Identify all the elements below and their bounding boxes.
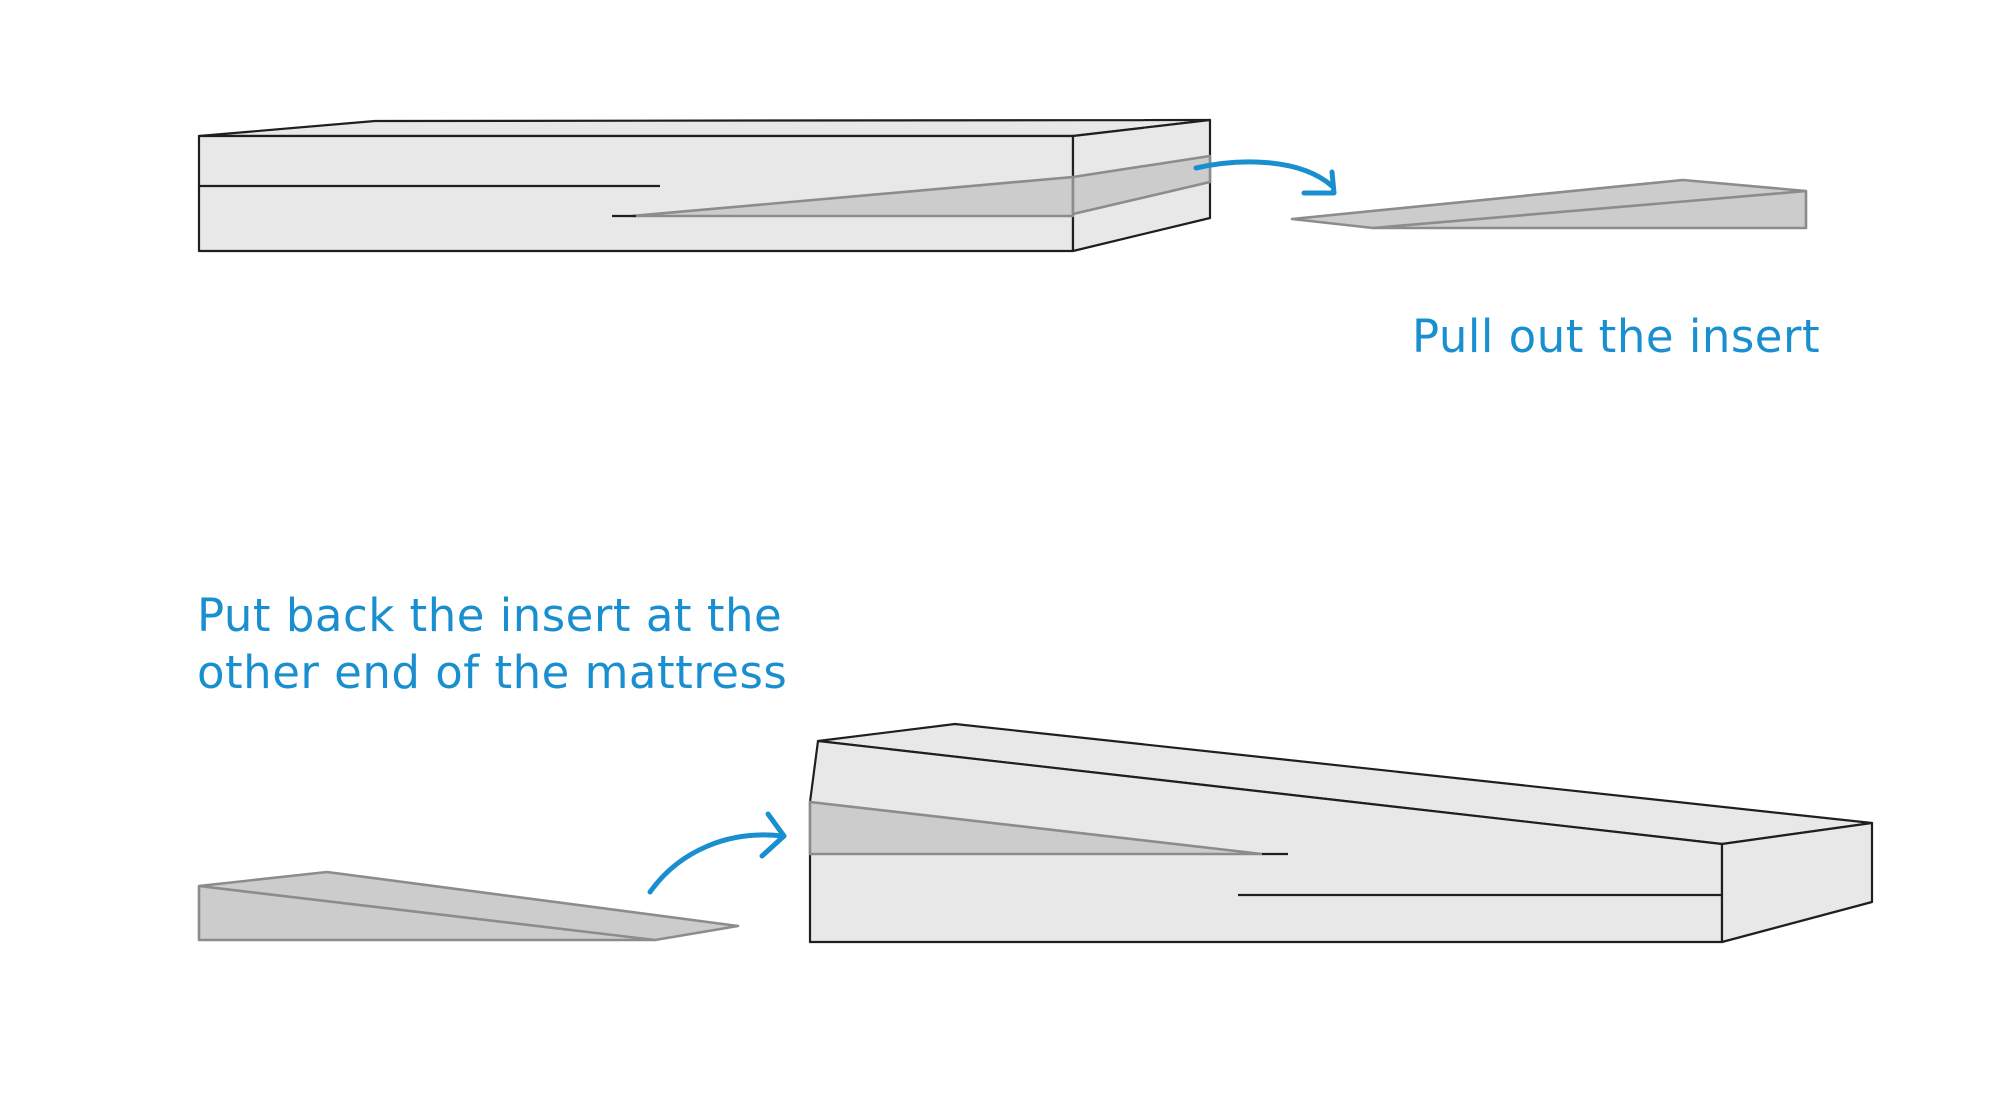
step2-insert-edge (198, 884, 656, 942)
step2-insert-shape (197, 870, 740, 942)
put-back-caption: Put back the insert at the other end of … (197, 587, 787, 701)
step2-insert-in-slot (808, 800, 1264, 856)
step2-mattress (808, 722, 1874, 944)
pull-out-caption: Pull out the insert (1412, 310, 1821, 363)
step2-insert (197, 870, 740, 942)
step1-arrow-icon (1193, 159, 1337, 196)
put-back-caption-line2: other end of the mattress (197, 646, 788, 699)
step2-arrow-icon (647, 811, 787, 895)
step1-removed-insert (1290, 178, 1808, 230)
step1-insert-side-slot (1071, 154, 1212, 216)
step1-mattress (197, 118, 1212, 253)
put-back-caption-line1: Put back the insert at the (197, 589, 783, 642)
step1-removed-insert-shape (1290, 178, 1808, 230)
step2-mattress-side-face (1720, 821, 1874, 944)
step1-mattress-top-face (197, 118, 1212, 138)
step1-removed-insert-edge (1372, 189, 1807, 230)
